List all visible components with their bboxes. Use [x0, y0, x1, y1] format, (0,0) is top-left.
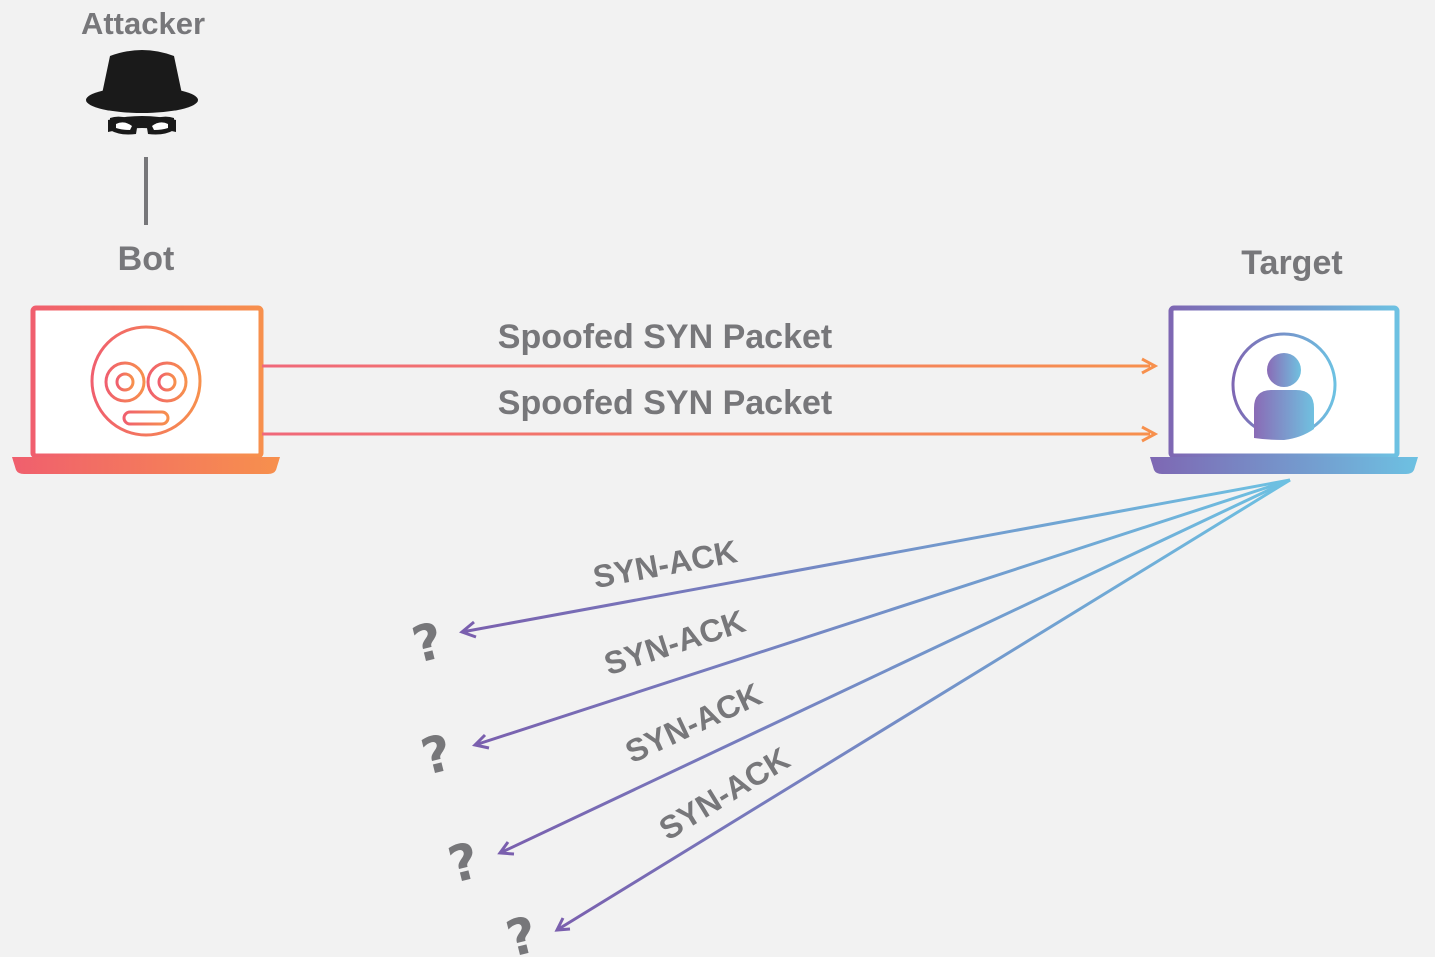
unknown-destination-3: ? — [443, 831, 485, 894]
unknown-destination-2: ? — [416, 723, 458, 786]
bot-laptop — [12, 305, 280, 474]
attacker-label: Attacker — [81, 6, 205, 41]
syn-ack-arrow-1 — [459, 478, 1291, 639]
bot-label: Bot — [118, 240, 175, 278]
syn-ack-arrow-4 — [554, 478, 1291, 932]
syn-ack-label-4: SYN-ACK — [653, 740, 796, 847]
target-label: Target — [1241, 244, 1342, 282]
packet-label-1: Spoofed SYN Packet — [498, 318, 832, 356]
packet-arrow-2 — [262, 425, 1159, 443]
spy-hat-icon — [86, 50, 198, 135]
packet-arrow-1 — [262, 357, 1159, 375]
syn-ack-label-2: SYN-ACK — [600, 603, 750, 682]
syn-ack-arrow-2 — [471, 478, 1291, 750]
robot-face-icon — [90, 325, 202, 437]
unknown-destination-4: ? — [501, 905, 543, 957]
syn-ack-arrow-3 — [497, 478, 1291, 856]
user-icon — [1231, 332, 1337, 440]
packet-label-2: Spoofed SYN Packet — [498, 384, 832, 422]
unknown-destination-1: ? — [407, 611, 449, 674]
